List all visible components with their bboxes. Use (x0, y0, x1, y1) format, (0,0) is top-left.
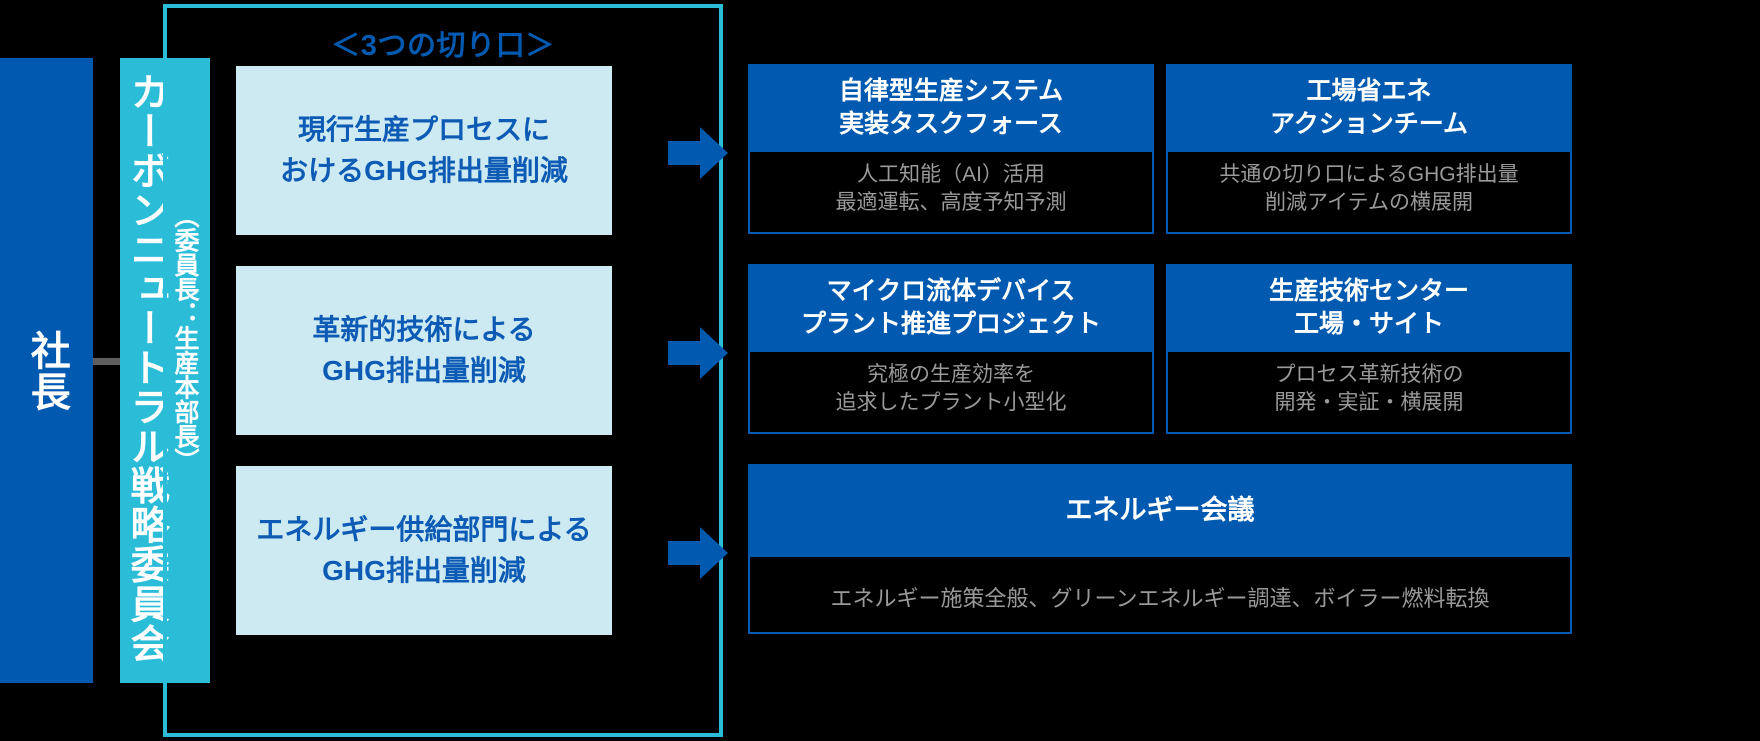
committee-sub-label: （委員長：生産本部長） (171, 203, 199, 473)
team-card-description: エネルギー施策全般、グリーンエネルギー調達、ボイラー燃料転換 (830, 585, 1490, 611)
team-card-autonomous-production: 自律型生産システム実装タスクフォース 人工知能（AI）活用最適運転、高度予知予測 (748, 64, 1154, 234)
team-card-production-tech-center: 生産技術センター工場・サイト プロセス革新技術の開発・実証・横展開 (1166, 264, 1572, 434)
team-card-title: 生産技術センター工場・サイト (1168, 266, 1570, 352)
team-card-title: エネルギー会議 (750, 466, 1570, 557)
president-box: 社長 (0, 58, 93, 683)
team-card-description: 共通の切り口によるGHG排出量削減アイテムの横展開 (1219, 163, 1519, 215)
arrow-right-icon (668, 525, 728, 581)
team-card-microfluidic-plant: マイクロ流体デバイスプラント推進プロジェクト 究極の生産効率を追求したプラント小… (748, 264, 1154, 434)
team-card-description: プロセス革新技術の開発・実証・横展開 (1274, 363, 1464, 415)
team-card-factory-energy-saving: 工場省エネアクションチーム 共通の切り口によるGHG排出量削減アイテムの横展開 (1166, 64, 1572, 234)
team-card-description: 究極の生産効率を追求したプラント小型化 (835, 363, 1067, 415)
kiriguchi-item-1-label: 現行生産プロセスにおけるGHG排出量削減 (280, 113, 568, 186)
team-card-title: 工場省エネアクションチーム (1168, 66, 1570, 152)
team-card-description: 人工知能（AI）活用最適運転、高度予知予測 (835, 163, 1067, 215)
president-label: 社長 (24, 329, 69, 412)
team-card-energy-conference: エネルギー会議 エネルギー施策全般、グリーンエネルギー調達、ボイラー燃料転換 (748, 464, 1572, 634)
team-card-title: マイクロ流体デバイスプラント推進プロジェクト (750, 266, 1152, 352)
committee-main-label: カーボンニュートラル戦略委員会 (125, 72, 169, 663)
president-committee-connector (93, 358, 120, 365)
arrow-right-icon (668, 325, 728, 381)
kiriguchi-title: ＜3つの切り口＞ (331, 30, 555, 62)
team-card-title: 自律型生産システム実装タスクフォース (750, 66, 1152, 152)
arrow-right-icon (668, 125, 728, 181)
kiriguchi-group-outline (163, 4, 723, 737)
kiriguchi-item-1: 現行生産プロセスにおけるGHG排出量削減 (236, 66, 612, 235)
